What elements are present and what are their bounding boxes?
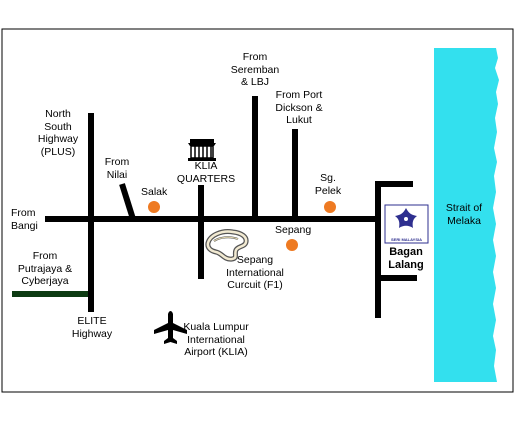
sepang-marker — [286, 239, 298, 251]
road-network — [45, 96, 417, 318]
sepang-label: Sepang — [275, 224, 312, 236]
strait-of-melaka-sea — [434, 48, 499, 382]
sg-pelek-marker — [324, 201, 336, 213]
salak-label: Salak — [141, 186, 168, 198]
seri-malaysia-logo-icon — [384, 204, 429, 244]
airplane-icon — [154, 311, 187, 344]
seri-malaysia-logo-text: SERI MALAYSIA — [391, 237, 422, 242]
salak-marker — [148, 201, 160, 213]
building-icon — [188, 139, 216, 161]
sg-pelek-label: Sg.Pelek — [314, 172, 342, 197]
road-nilai — [119, 183, 136, 220]
race-circuit-icon — [205, 229, 249, 262]
